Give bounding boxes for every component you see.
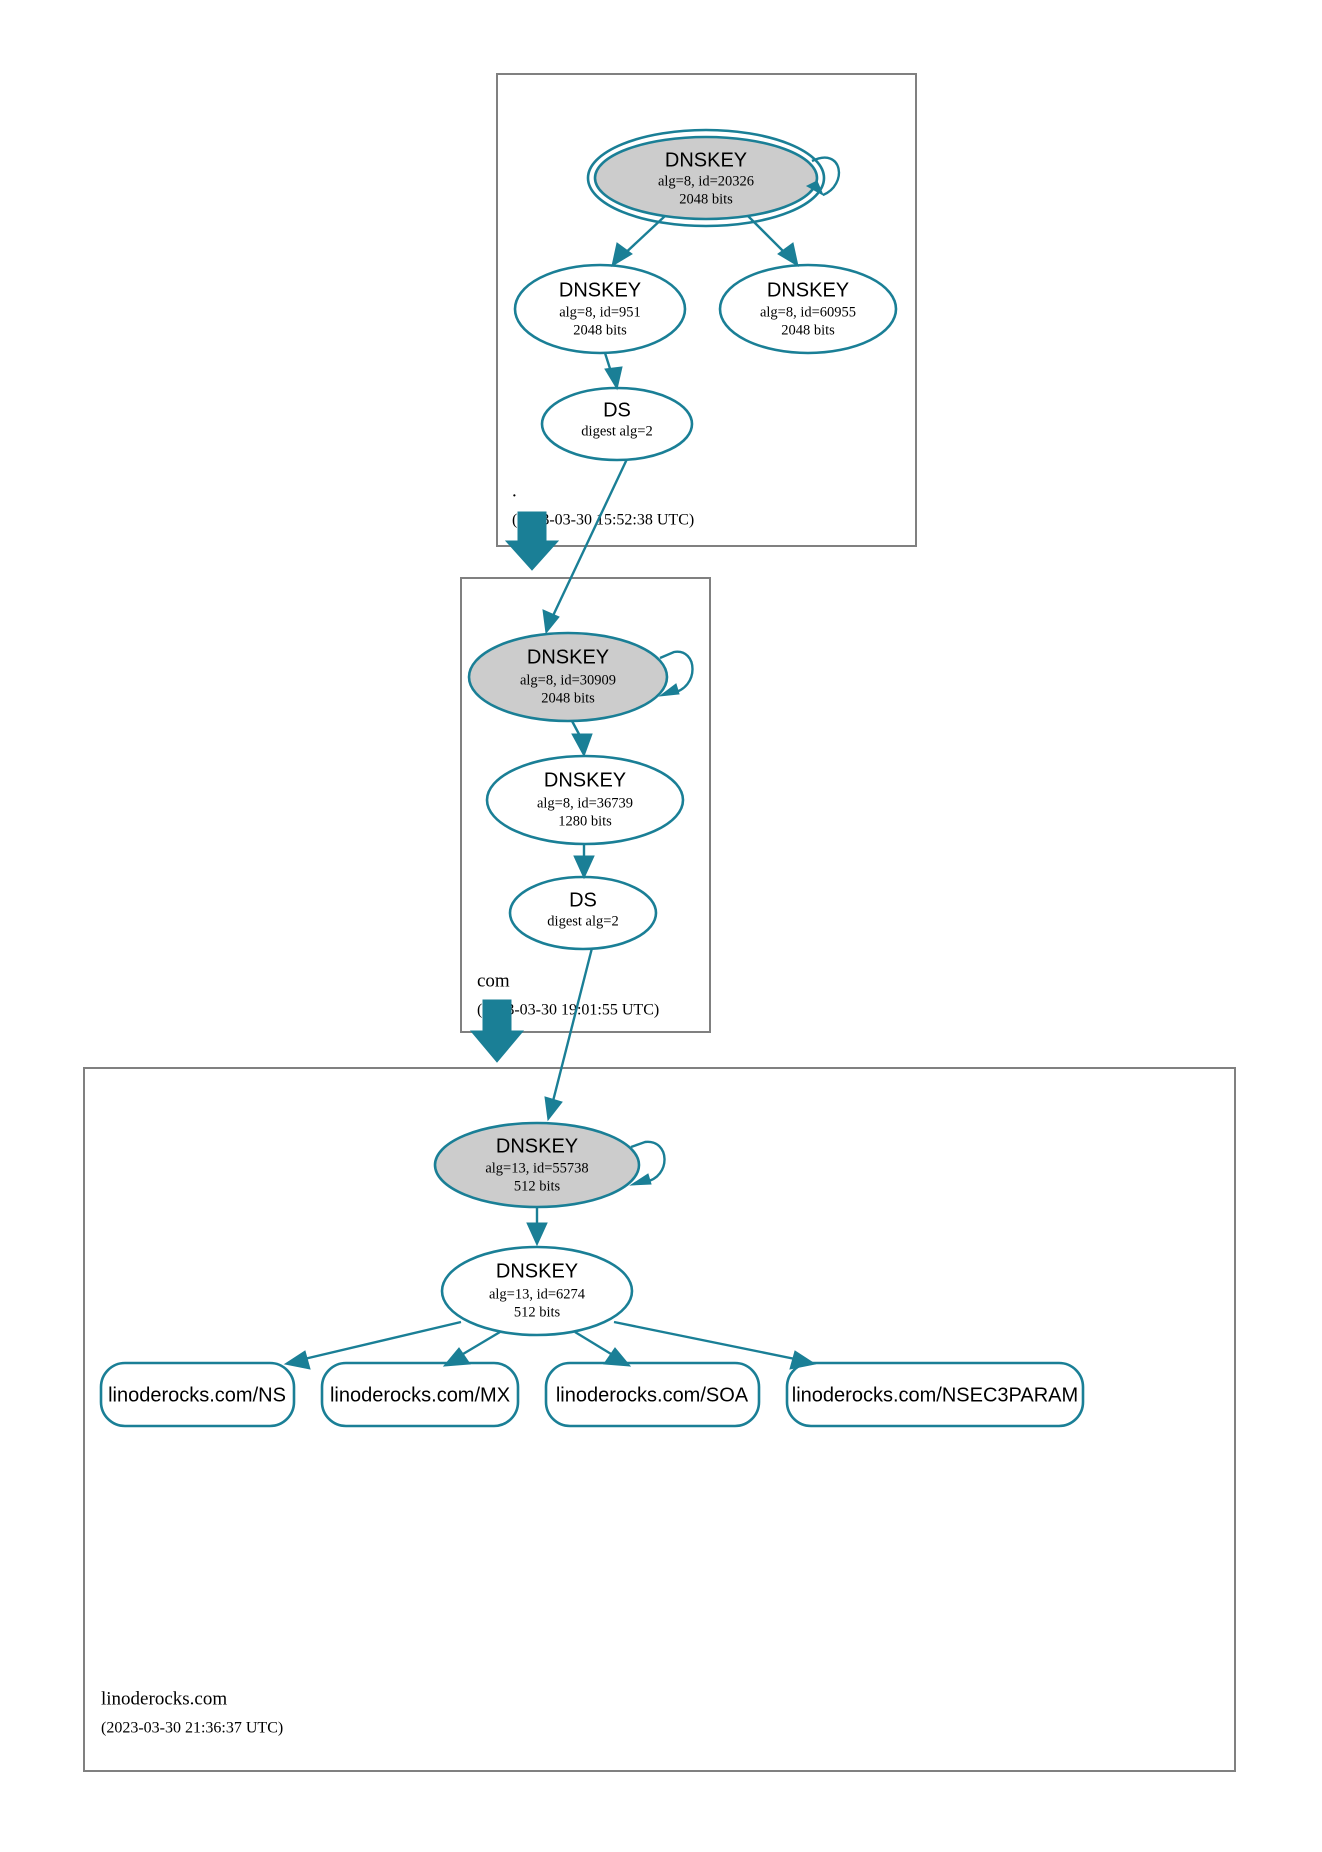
dnskey-ellipse	[467, 631, 669, 723]
node-title: DNSKEY	[527, 646, 609, 668]
edge-self-sign-linoderocks-ksk	[629, 1140, 666, 1186]
node-line3: 2048 bits	[573, 322, 627, 338]
node-linoderocks-ksk[interactable]: DNSKEY alg=13, id=55738 512 bits	[433, 1121, 641, 1209]
edge-linoderocks-ksk-to-zsk	[526, 1207, 548, 1247]
node-line3: 2048 bits	[541, 690, 595, 706]
node-linoderocks-zsk[interactable]: DNSKEY alg=13, id=6274 512 bits	[440, 1245, 634, 1337]
edge-root-ksk-to-zsk60955	[747, 215, 799, 268]
zone-timestamp-linoderocks: (2023-03-30 21:36:37 UTC)	[101, 1720, 283, 1737]
rrset-node-soa[interactable]: linoderocks.com/SOA	[544, 1361, 761, 1428]
node-line3: 512 bits	[514, 1178, 561, 1194]
node-title: DNSKEY	[665, 149, 747, 171]
node-line2: alg=8, id=30909	[520, 672, 616, 688]
node-line2: alg=8, id=60955	[760, 304, 856, 320]
rrset-node-nsec3param[interactable]: linoderocks.com/NSEC3PARAM	[785, 1361, 1085, 1428]
zone-label-com: com	[477, 970, 510, 991]
edge-lr-zsk-to-soa	[574, 1330, 632, 1367]
node-title: DNSKEY	[496, 1135, 578, 1157]
rrset-node-ns[interactable]: linoderocks.com/NS	[99, 1361, 296, 1428]
node-title: DNSKEY	[559, 279, 641, 301]
node-title: DNSKEY	[544, 769, 626, 791]
node-title: DS	[603, 399, 631, 421]
edge-lr-zsk-to-nsec3param	[613, 1320, 817, 1370]
node-line3: 512 bits	[514, 1304, 561, 1320]
node-line3: 2048 bits	[781, 322, 835, 338]
node-line3: 1280 bits	[558, 813, 612, 829]
node-root-ksk[interactable]: DNSKEY alg=8, id=20326 2048 bits	[586, 128, 826, 228]
rrset-label: linoderocks.com/MX	[330, 1384, 510, 1406]
rrset-label: linoderocks.com/SOA	[556, 1384, 749, 1406]
node-title: DNSKEY	[767, 279, 849, 301]
node-line2: alg=13, id=6274	[489, 1286, 586, 1302]
edge-root-ds-to-com-ksk	[542, 458, 629, 635]
node-com-ksk[interactable]: DNSKEY alg=8, id=30909 2048 bits	[467, 631, 669, 723]
node-com-ds[interactable]: DS digest alg=2	[508, 875, 658, 951]
node-line2: alg=8, id=20326	[658, 173, 754, 189]
node-line2: digest alg=2	[581, 423, 652, 439]
dnskey-ellipse	[513, 263, 687, 355]
edge-self-sign-root-ksk	[805, 156, 841, 197]
edge-lr-zsk-to-ns	[283, 1320, 462, 1370]
node-line3: 2048 bits	[679, 191, 733, 207]
rrset-label: linoderocks.com/NSEC3PARAM	[792, 1384, 1078, 1406]
node-root-zsk-951[interactable]: DNSKEY alg=8, id=951 2048 bits	[513, 263, 687, 355]
zone-timestamp-root: (2023-03-30 15:52:38 UTC)	[512, 512, 694, 529]
node-line2: alg=13, id=55738	[485, 1160, 588, 1176]
node-title: DS	[569, 889, 597, 911]
zone-timestamp-com: (2023-03-30 19:01:55 UTC)	[477, 1002, 659, 1019]
edge-lr-zsk-to-mx	[442, 1330, 501, 1367]
node-line2: alg=8, id=36739	[537, 795, 633, 811]
delegation-arrow-com-to-linoderocks	[469, 999, 525, 1063]
node-title: DNSKEY	[496, 1260, 578, 1282]
node-root-ds[interactable]: DS digest alg=2	[540, 386, 694, 462]
dnskey-ellipse	[718, 263, 898, 355]
delegation-arrow-root-to-com	[504, 511, 560, 571]
rrset-node-mx[interactable]: linoderocks.com/MX	[320, 1361, 520, 1428]
node-line2: digest alg=2	[547, 913, 618, 929]
zone-label-linoderocks: linoderocks.com	[101, 1688, 227, 1709]
node-line2: alg=8, id=951	[559, 304, 641, 320]
edge-root-ksk-to-zsk951	[611, 215, 666, 268]
node-com-zsk[interactable]: DNSKEY alg=8, id=36739 1280 bits	[485, 754, 685, 846]
zone-label-root: .	[512, 480, 517, 501]
edge-com-ds-to-lr-ksk	[544, 947, 594, 1122]
edge-com-zsk-to-ds	[573, 844, 595, 880]
edge-root-zsk951-to-ds	[603, 352, 623, 391]
edge-self-sign-com-ksk	[658, 650, 694, 697]
rrset-label: linoderocks.com/NS	[108, 1384, 286, 1406]
dnskey-ellipse	[440, 1245, 634, 1337]
trust-anchor-outer-ring	[586, 128, 826, 228]
node-root-zsk-60955[interactable]: DNSKEY alg=8, id=60955 2048 bits	[718, 263, 898, 355]
edge-com-ksk-to-zsk	[570, 720, 593, 758]
dnskey-ellipse	[593, 135, 819, 221]
